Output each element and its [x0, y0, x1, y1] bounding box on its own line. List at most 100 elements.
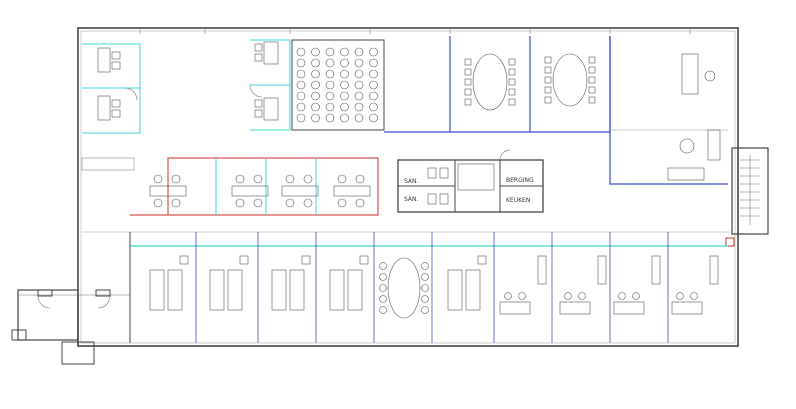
training-seat — [369, 58, 378, 68]
training-seat — [325, 47, 335, 57]
training-seat — [325, 91, 335, 101]
meeting-chair — [544, 56, 552, 64]
training-seat — [369, 47, 378, 57]
meeting-chair — [421, 262, 429, 270]
training-seat — [325, 58, 335, 68]
desk-pair — [167, 269, 183, 311]
entrance-annex — [11, 289, 130, 365]
meeting-chair — [421, 306, 429, 314]
chair — [153, 174, 163, 184]
building-shell — [77, 27, 739, 347]
meeting-chair — [588, 66, 596, 74]
desk-pair — [447, 269, 463, 311]
training-seat — [354, 80, 364, 90]
chair — [171, 198, 181, 208]
cabinet — [651, 255, 661, 285]
chair — [690, 292, 698, 300]
chair — [253, 174, 263, 184]
service-core: SAN. SAN. BERGING KEUKEN — [397, 149, 544, 213]
training-seat — [340, 69, 349, 79]
cabinet — [537, 255, 547, 285]
offices-bottom-row — [129, 232, 728, 343]
cabinet — [179, 255, 189, 265]
meeting-chair — [588, 76, 596, 84]
meeting-chair — [379, 262, 387, 270]
chair — [235, 174, 245, 184]
desk-pair — [329, 269, 345, 311]
training-seat — [296, 80, 306, 90]
training-seat — [325, 69, 335, 79]
meeting-chair — [379, 306, 387, 314]
desk — [671, 301, 703, 315]
meeting-chair — [464, 58, 472, 66]
training-seat — [311, 47, 320, 57]
chair — [676, 292, 684, 300]
training-seat — [340, 47, 349, 57]
meeting-chair — [544, 86, 552, 94]
cabinet — [359, 255, 369, 265]
training-room — [291, 39, 385, 131]
training-seat — [325, 80, 335, 90]
training-seat — [296, 47, 306, 57]
desk-cluster — [149, 185, 187, 197]
chair — [632, 292, 640, 300]
chair — [355, 198, 365, 208]
meeting-rooms-top — [384, 36, 611, 133]
chair — [518, 292, 526, 300]
cabinet — [597, 255, 607, 285]
training-seat — [340, 102, 349, 112]
training-seat — [340, 80, 349, 90]
chair — [355, 174, 365, 184]
training-seat — [354, 113, 364, 123]
training-seat — [369, 102, 378, 112]
training-seat — [325, 113, 335, 123]
desk-cluster — [231, 185, 269, 197]
meeting-chair — [464, 88, 472, 96]
chair — [235, 198, 245, 208]
training-seat — [340, 91, 349, 101]
desk-pair — [149, 269, 165, 311]
desk-pair — [209, 269, 225, 311]
meeting-chair — [379, 284, 387, 292]
desk-cluster — [281, 185, 319, 197]
meeting-chair — [588, 96, 596, 104]
desk-pair — [347, 269, 363, 311]
desk — [499, 301, 531, 315]
training-seat — [369, 69, 378, 79]
office-top-left — [82, 43, 141, 134]
cabinet — [301, 255, 311, 265]
training-seat — [296, 58, 306, 68]
meeting-chair — [464, 68, 472, 76]
training-seat — [354, 91, 364, 101]
training-seat — [369, 113, 378, 123]
meeting-chair — [379, 295, 387, 303]
training-seat — [369, 91, 378, 101]
training-seat — [311, 113, 320, 123]
chair — [337, 198, 347, 208]
training-seat — [311, 91, 320, 101]
office-top-right — [609, 36, 728, 185]
meeting-chair — [421, 273, 429, 281]
chair — [564, 292, 572, 300]
kitchen-label: KEUKEN — [506, 197, 530, 204]
training-seat — [354, 102, 364, 112]
training-seat — [340, 58, 349, 68]
chair — [171, 174, 181, 184]
desk-pair — [227, 269, 243, 311]
chair — [153, 198, 163, 208]
training-seat — [340, 113, 349, 123]
meeting-chair — [508, 98, 516, 106]
training-seat — [311, 69, 320, 79]
cabinet — [477, 255, 487, 265]
chair — [303, 174, 313, 184]
chair — [618, 292, 626, 300]
training-seat — [354, 58, 364, 68]
chair — [303, 198, 313, 208]
meeting-chair — [588, 86, 596, 94]
meeting-chair — [544, 76, 552, 84]
chair — [337, 174, 347, 184]
meeting-chair — [508, 88, 516, 96]
desk-cluster — [333, 185, 371, 197]
desk — [559, 301, 591, 315]
